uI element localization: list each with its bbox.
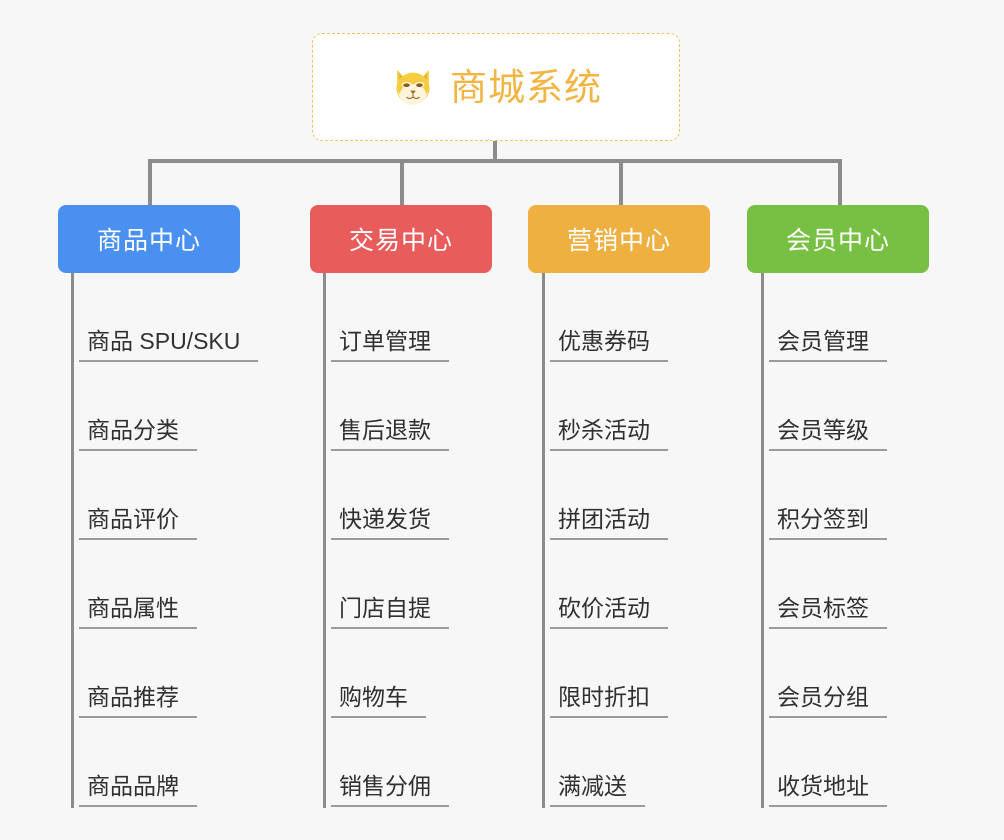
drop-line-2 (400, 159, 404, 207)
leaf-label: 砍价活动 (550, 595, 668, 629)
leaf-label: 收货地址 (769, 773, 887, 807)
shiba-inu-icon (390, 64, 436, 110)
branch-spine (761, 273, 764, 808)
leaf-item[interactable]: 快递发货 (323, 451, 449, 540)
branch-spine (71, 273, 74, 808)
leaf-item[interactable]: 售后退款 (323, 362, 449, 451)
leaf-item[interactable]: 商品 SPU/SKU (71, 273, 259, 362)
leaf-label: 会员标签 (769, 595, 887, 629)
leaf-label: 拼团活动 (550, 506, 668, 540)
leaf-item[interactable]: 订单管理 (323, 273, 449, 362)
root-title: 商城系统 (450, 66, 602, 108)
leaf-label: 商品推荐 (79, 684, 197, 718)
branch-spine (542, 273, 545, 808)
leaf-item[interactable]: 商品评价 (71, 451, 258, 540)
leaf-label: 满减送 (550, 773, 645, 807)
leaf-item[interactable]: 秒杀活动 (542, 362, 668, 451)
category-box-member-center[interactable]: 会员中心 (747, 205, 929, 273)
leaf-label: 商品属性 (79, 595, 197, 629)
leaf-label: 商品评价 (79, 506, 197, 540)
leaf-item[interactable]: 收货地址 (761, 718, 887, 807)
leaf-item[interactable]: 门店自提 (323, 540, 449, 629)
leaf-item[interactable]: 商品品牌 (71, 718, 258, 807)
root-node[interactable]: 商城系统 (312, 33, 680, 141)
category-box-product-center[interactable]: 商品中心 (58, 205, 240, 273)
leaf-label: 商品品牌 (79, 773, 197, 807)
leaf-item[interactable]: 销售分佣 (323, 718, 449, 807)
branch-marketing-center: 优惠券码 秒杀活动 拼团活动 砍价活动 限时折扣 满减送 (542, 273, 668, 808)
leaf-label: 商品分类 (79, 417, 197, 451)
root-stem-line (493, 141, 497, 163)
branch-product-center: 商品 SPU/SKU 商品分类 商品评价 商品属性 商品推荐 商品品牌 (71, 273, 259, 808)
leaf-item[interactable]: 拼团活动 (542, 451, 668, 540)
leaf-item[interactable]: 满减送 (542, 718, 668, 807)
category-label: 商品中心 (96, 227, 201, 255)
leaf-item[interactable]: 商品分类 (71, 362, 258, 451)
leaf-label: 购物车 (331, 684, 426, 718)
drop-line-1 (148, 159, 152, 207)
leaf-label: 会员分组 (769, 684, 887, 718)
leaf-label: 优惠券码 (550, 328, 668, 362)
category-box-marketing-center[interactable]: 营销中心 (528, 205, 710, 273)
branch-trade-center: 订单管理 售后退款 快递发货 门店自提 购物车 销售分佣 (323, 273, 449, 808)
leaf-item[interactable]: 积分签到 (761, 451, 887, 540)
leaf-label: 快递发货 (331, 506, 449, 540)
leaf-item[interactable]: 会员分组 (761, 629, 887, 718)
branch-member-center: 会员管理 会员等级 积分签到 会员标签 会员分组 收货地址 (761, 273, 887, 808)
leaf-item[interactable]: 砍价活动 (542, 540, 668, 629)
leaf-label: 会员管理 (769, 328, 887, 362)
leaf-label: 商品 SPU/SKU (79, 328, 259, 362)
leaf-item[interactable]: 商品推荐 (71, 629, 258, 718)
leaf-label: 门店自提 (331, 595, 449, 629)
leaf-item[interactable]: 购物车 (323, 629, 449, 718)
leaf-label: 秒杀活动 (550, 417, 668, 451)
leaf-label: 会员等级 (769, 417, 887, 451)
category-label: 营销中心 (566, 227, 671, 255)
leaf-label: 销售分佣 (331, 773, 449, 807)
leaf-item[interactable]: 优惠券码 (542, 273, 668, 362)
category-box-trade-center[interactable]: 交易中心 (310, 205, 492, 273)
drop-line-4 (838, 159, 842, 207)
leaf-label: 限时折扣 (550, 684, 668, 718)
leaf-label: 积分签到 (769, 506, 887, 540)
leaf-label: 售后退款 (331, 417, 449, 451)
leaf-item[interactable]: 会员等级 (761, 362, 887, 451)
horizontal-bus-line (148, 159, 842, 163)
leaf-item[interactable]: 会员管理 (761, 273, 887, 362)
leaf-item[interactable]: 会员标签 (761, 540, 887, 629)
branch-spine (323, 273, 326, 808)
category-label: 交易中心 (348, 227, 453, 255)
leaf-item[interactable]: 商品属性 (71, 540, 258, 629)
leaf-label: 订单管理 (331, 328, 449, 362)
leaf-item[interactable]: 限时折扣 (542, 629, 668, 718)
drop-line-3 (619, 159, 623, 207)
category-label: 会员中心 (785, 227, 890, 255)
